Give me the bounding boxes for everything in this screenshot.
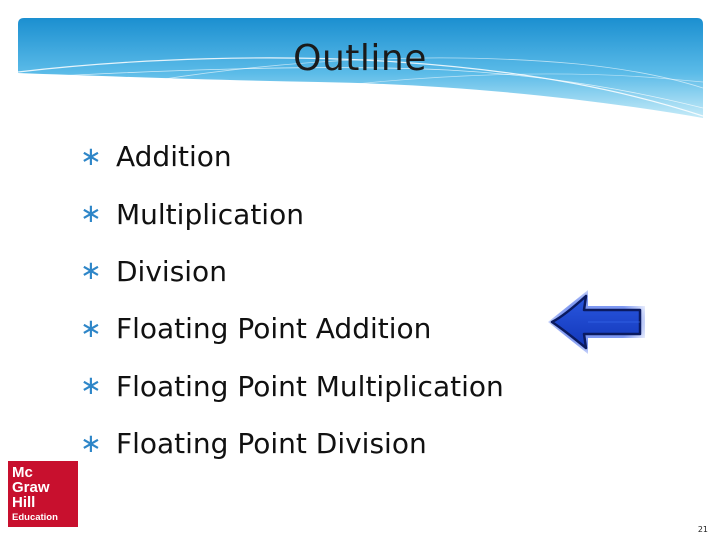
asterisk-bullet-icon: ∗	[80, 256, 102, 287]
bullet-text: Addition	[116, 140, 232, 174]
bullet-text: Floating Point Multiplication	[116, 369, 504, 403]
page-number: 21	[697, 525, 708, 534]
bullet-item: ∗ Floating Point Division	[80, 415, 504, 472]
mcgraw-hill-logo: Mc Graw Hill Education	[8, 461, 78, 527]
bullet-item: ∗ Floating Point Multiplication	[80, 358, 504, 415]
asterisk-bullet-icon: ∗	[80, 371, 102, 402]
asterisk-bullet-icon: ∗	[80, 141, 102, 172]
logo-line: Education	[12, 512, 58, 523]
logo-line: Graw	[12, 479, 50, 496]
left-arrow-icon	[544, 286, 648, 362]
bullet-item: ∗ Multiplication	[80, 185, 504, 242]
asterisk-bullet-icon: ∗	[80, 428, 102, 459]
asterisk-bullet-icon: ∗	[80, 313, 102, 344]
bullet-item-current: ∗ Floating Point Addition	[80, 300, 504, 357]
bullet-item: ∗ Addition	[80, 128, 504, 185]
logo-line: Hill	[12, 494, 36, 511]
bullet-text: Multiplication	[116, 197, 304, 231]
bullet-item: ∗ Division	[80, 243, 504, 300]
asterisk-bullet-icon: ∗	[80, 199, 102, 230]
bullet-text: Division	[116, 254, 227, 288]
bullet-text: Floating Point Division	[116, 427, 427, 461]
bullet-list: ∗ Addition ∗ Multiplication ∗ Division ∗…	[80, 128, 504, 472]
title-banner	[18, 18, 703, 123]
logo-line: Mc	[12, 464, 33, 481]
bullet-text: Floating Point Addition	[116, 312, 432, 346]
slide-title: Outline	[293, 38, 427, 79]
